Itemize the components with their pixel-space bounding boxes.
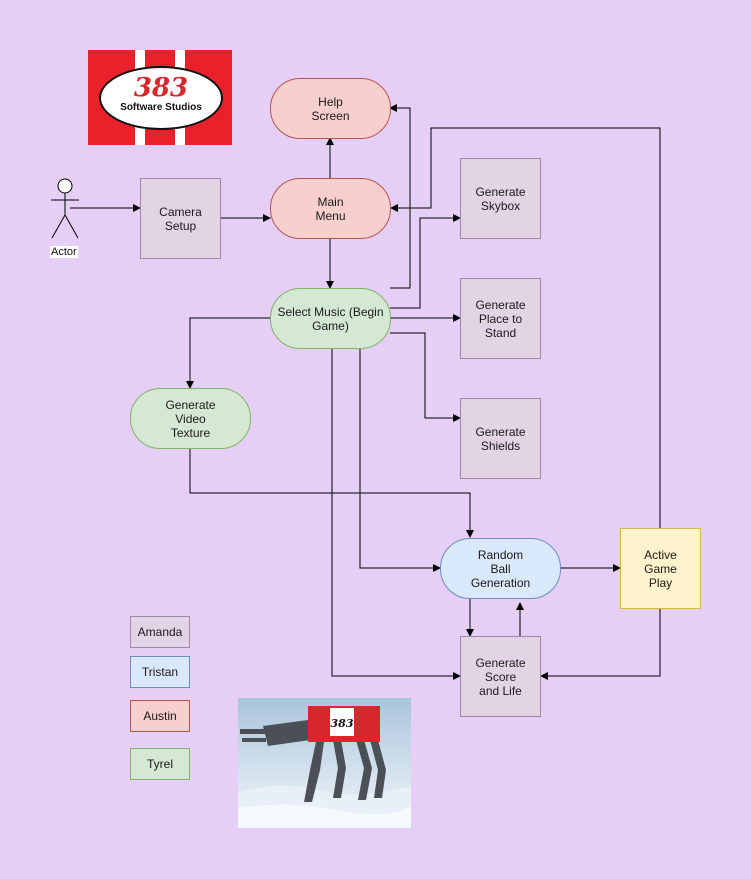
legend-tyrel: Tyrel <box>130 748 190 780</box>
select-music-node: Select Music (Begin Game) <box>270 288 391 349</box>
logo-number: 383 <box>133 73 189 103</box>
edge-select-ball <box>359 348 441 572</box>
actor-label: Actor <box>50 246 78 258</box>
actor-icon <box>51 178 79 239</box>
edge-select-skybox <box>390 214 461 309</box>
edge-select-score <box>331 348 461 680</box>
camera-setup-node: Camera Setup <box>140 178 221 259</box>
generate-place-node: Generate Place to Stand <box>460 278 541 359</box>
edge-video-ball <box>189 448 474 538</box>
generate-video-node: Generate Video Texture <box>130 388 251 449</box>
edge-select-video <box>186 317 270 389</box>
generate-shields-node: Generate Shields <box>460 398 541 479</box>
walker-badge: 383 <box>331 717 354 730</box>
logo-text: Software Studios <box>120 102 202 113</box>
edge-active-score <box>540 608 661 680</box>
random-ball-node: Random Ball Generation <box>440 538 561 599</box>
help-screen-node: Help Screen <box>270 78 391 139</box>
edge-select-shields <box>390 332 461 422</box>
score-life-node: Generate Score and Life <box>460 636 541 717</box>
legend-amanda: Amanda <box>130 616 190 648</box>
logo-oval: 383 Software Studios <box>99 66 223 130</box>
legend-tristan: Tristan <box>130 656 190 688</box>
studio-logo: 383 Software Studios <box>88 50 232 145</box>
walker-image: 383 <box>238 698 411 828</box>
generate-skybox-node: Generate Skybox <box>460 158 541 239</box>
edge-active-menu <box>390 127 661 528</box>
edge-select-help <box>389 104 411 289</box>
legend-austin: Austin <box>130 700 190 732</box>
main-menu-node: Main Menu <box>270 178 391 239</box>
active-game-node: Active Game Play <box>620 528 701 609</box>
